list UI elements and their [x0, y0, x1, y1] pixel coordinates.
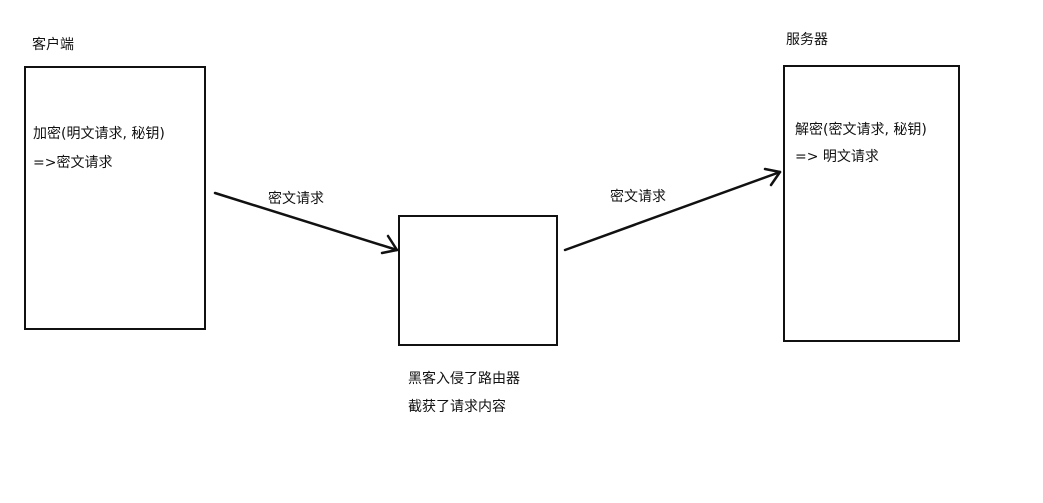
router-box [398, 215, 558, 346]
server-text-line: 解密(密文请求, 秘钥) [795, 122, 927, 138]
arrow-label-router-to-server: 密文请求 [610, 189, 666, 205]
client-box [24, 66, 206, 330]
server-text-line: => 明文请求 [795, 149, 879, 165]
client-text-line: 加密(明文请求, 秘钥) [33, 126, 165, 142]
client-title: 客户端 [32, 37, 74, 53]
arrowhead-icon [380, 234, 399, 255]
router-to-server-arrow [563, 167, 782, 252]
router-caption-line: 截获了请求内容 [408, 399, 506, 415]
arrowhead-icon [763, 167, 782, 187]
server-title: 服务器 [786, 32, 828, 48]
arrow-label-client-to-router: 密文请求 [268, 191, 324, 207]
router-caption-line: 黑客入侵了路由器 [408, 371, 520, 387]
server-box [783, 65, 960, 342]
client-text-line: =>密文请求 [33, 155, 113, 171]
client-to-router-arrow [213, 191, 399, 255]
